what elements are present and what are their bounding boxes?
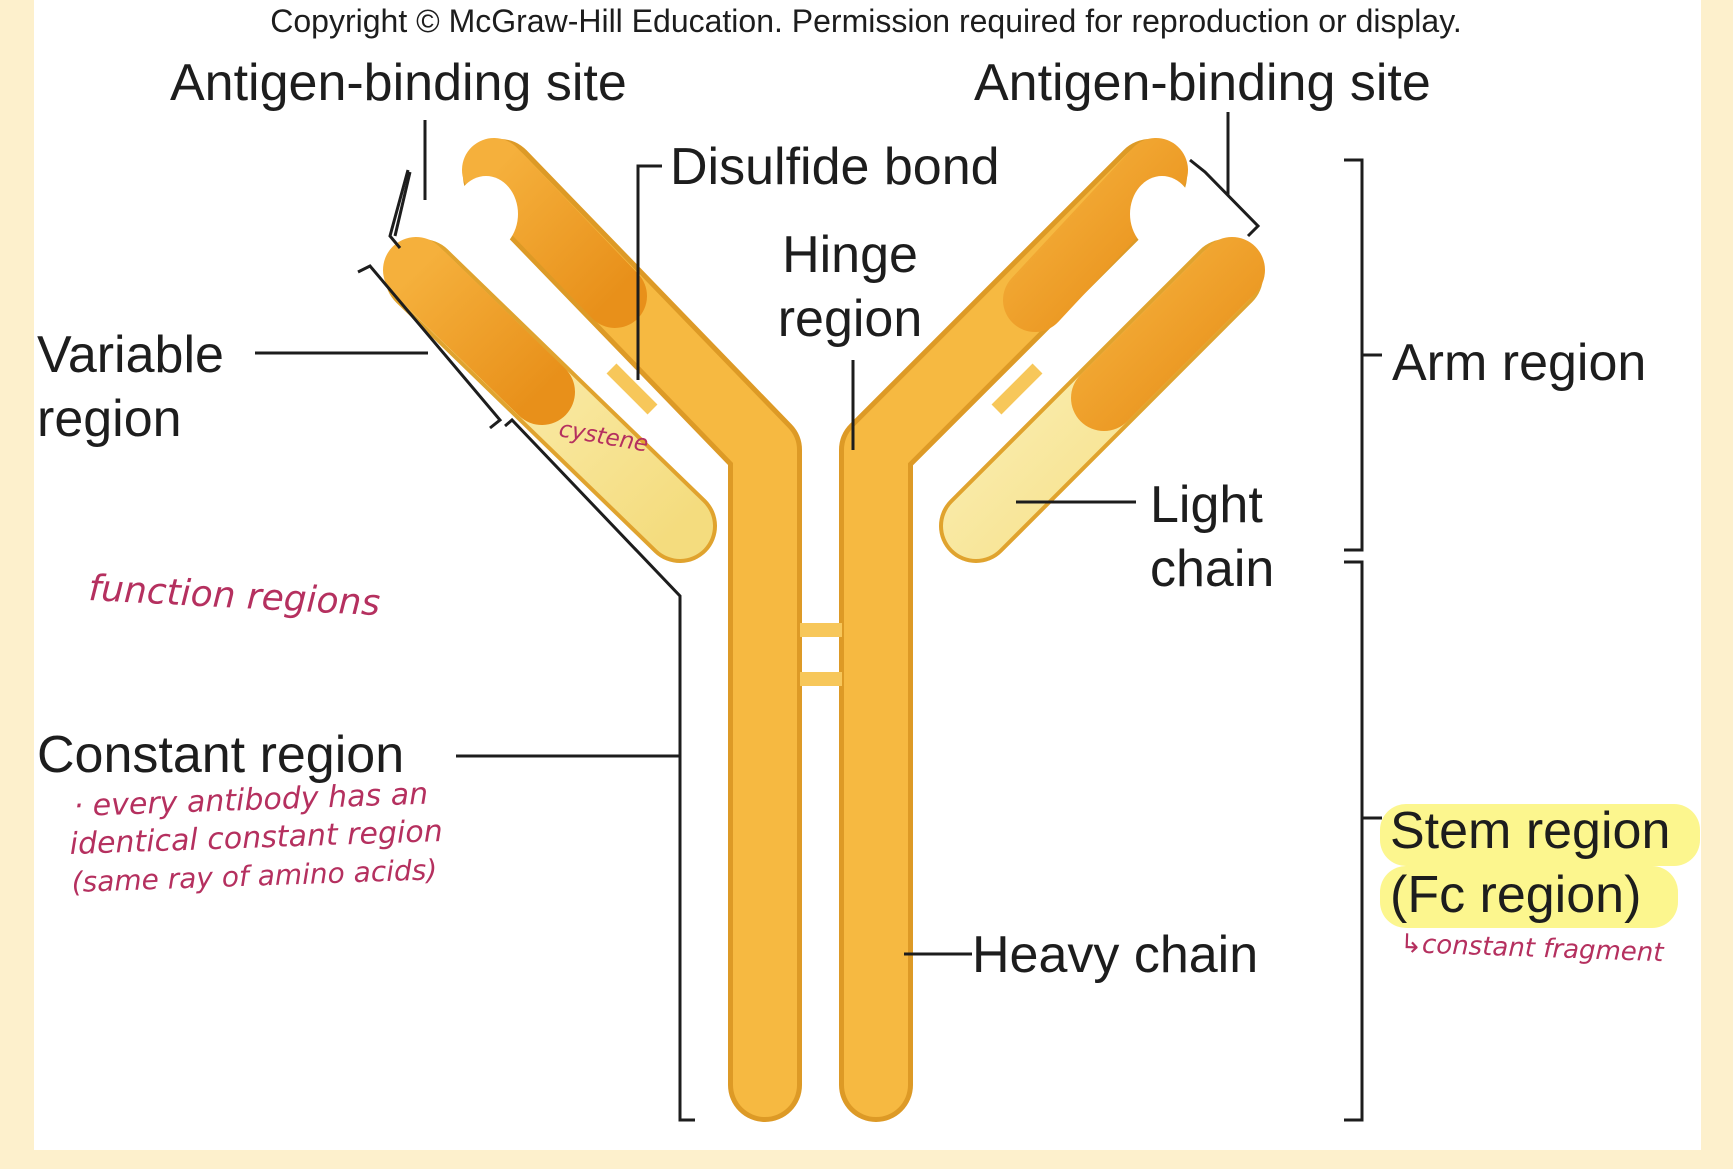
stem-highlight-2 xyxy=(1380,866,1678,928)
function-regions-note: function regions xyxy=(88,568,382,624)
light-chain-label-line2: chain xyxy=(1150,540,1274,598)
heavy-chain-left xyxy=(462,138,802,1122)
variable-label-line1: Variable xyxy=(37,326,224,384)
stem-bracket xyxy=(1344,560,1364,1122)
hinge-bond-upper xyxy=(800,623,842,637)
arm-region-label: Arm region xyxy=(1392,334,1646,392)
binding-pocket-right xyxy=(1130,176,1194,252)
leader-lines xyxy=(255,112,1382,1122)
arm-bracket xyxy=(1344,158,1364,552)
antigen-left-bracket xyxy=(388,169,410,249)
heavy-chain-right xyxy=(839,138,1188,1122)
constant-bracket xyxy=(504,417,695,1122)
hinge-label-line2: region xyxy=(778,290,923,348)
stem-region-label-line1: Stem region xyxy=(1390,802,1670,860)
disulfide-bond-label: Disulfide bond xyxy=(670,138,1000,196)
disulfide-bridge-left xyxy=(606,363,658,415)
light-chain-right xyxy=(939,237,1265,563)
variable-bracket xyxy=(357,264,503,430)
antibody-molecule xyxy=(383,138,1265,1122)
hinge-bond-lower xyxy=(800,672,842,686)
constant-note-line3: (same ray of amino acids) xyxy=(71,853,438,899)
antigen-right-bracket xyxy=(1189,158,1261,238)
fc-note: ↳constant fragment xyxy=(1400,929,1665,968)
antigen-site-right-label: Antigen-binding site xyxy=(974,54,1431,112)
copyright-text: Copyright © McGraw-Hill Education. Permi… xyxy=(270,3,1461,39)
light-chain-left xyxy=(383,237,717,563)
hinge-label-line1: Hinge xyxy=(782,226,918,284)
disulfide-leader xyxy=(636,164,662,380)
disulfide-bridge-right xyxy=(991,363,1043,415)
constant-region-label: Constant region xyxy=(37,726,404,784)
stem-highlight-1 xyxy=(1380,804,1700,866)
antigen-site-left-label: Antigen-binding site xyxy=(170,54,627,112)
stem-region-label-line2: (Fc region) xyxy=(1390,866,1641,924)
variable-label-line2: region xyxy=(37,390,182,448)
binding-pocket-left xyxy=(454,176,518,252)
heavy-chain-label: Heavy chain xyxy=(972,926,1258,984)
light-chain-label-line1: Light xyxy=(1150,476,1263,534)
